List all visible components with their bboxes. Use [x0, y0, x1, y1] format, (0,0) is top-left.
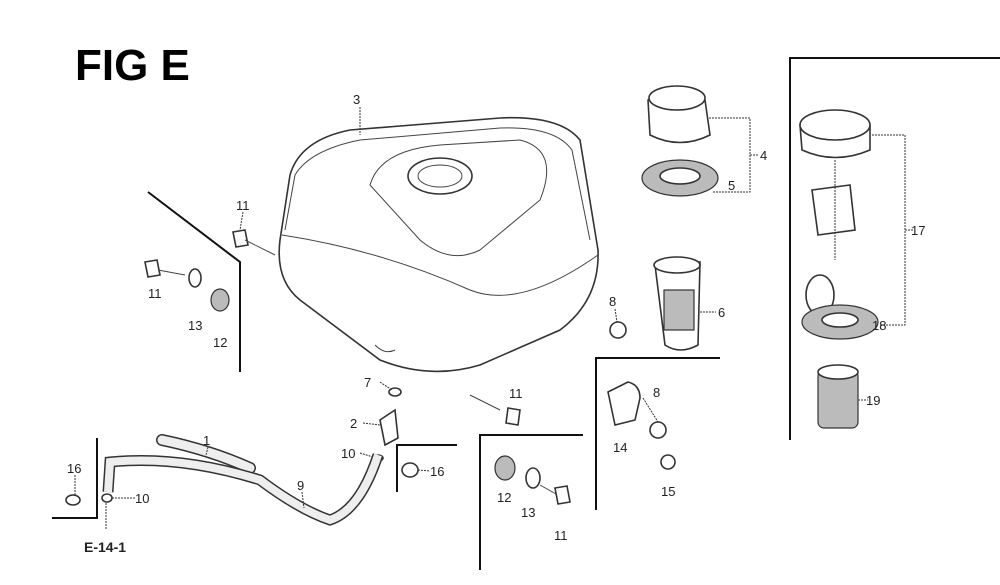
group-dividers — [52, 57, 1000, 570]
callout-11: 11 — [554, 528, 568, 543]
callout-6: 6 — [718, 305, 725, 320]
callout-11: 11 — [148, 286, 162, 301]
callout-10: 10 — [135, 491, 149, 506]
callout-5: 5 — [728, 178, 735, 193]
callout-4: 4 — [760, 148, 767, 163]
callout-16: 16 — [430, 464, 444, 479]
strainer — [653, 256, 701, 351]
callout-11: 11 — [509, 386, 523, 401]
callout-8: 8 — [653, 385, 660, 400]
callout-12: 12 — [213, 335, 227, 350]
callout-14: 14 — [613, 440, 627, 455]
callout-13: 13 — [521, 505, 535, 520]
callout-13: 13 — [188, 318, 202, 333]
fuel-tank — [278, 116, 599, 373]
callout-1: 1 — [203, 433, 210, 448]
fuel-tubes — [102, 434, 384, 526]
callout-18: 18 — [872, 318, 886, 333]
cap-gasket-large — [801, 304, 879, 340]
callout-8: 8 — [609, 294, 616, 309]
callout-12: 12 — [497, 490, 511, 505]
figure-title: FIG E — [75, 41, 190, 90]
fuel-cap-assembly — [799, 109, 871, 316]
callout-7: 7 — [364, 375, 371, 390]
callout-17: 17 — [911, 223, 925, 238]
callout-15: 15 — [661, 484, 675, 499]
callout-labels: 3 4 5 6 8 17 18 19 11 11 13 12 7 2 10 1 … — [67, 92, 925, 555]
fuel-filter — [817, 364, 859, 429]
callout-11: 11 — [236, 198, 250, 213]
reference-label: E-14-1 — [84, 539, 126, 555]
callout-19: 19 — [866, 393, 880, 408]
callout-16: 16 — [67, 461, 81, 476]
callout-3: 3 — [353, 92, 360, 107]
fuel-cap-small — [647, 85, 711, 144]
leader-lines — [74, 107, 913, 530]
callout-10: 10 — [341, 446, 355, 461]
callout-9: 9 — [297, 478, 304, 493]
callout-2: 2 — [350, 416, 357, 431]
cap-gasket-small — [641, 159, 719, 197]
